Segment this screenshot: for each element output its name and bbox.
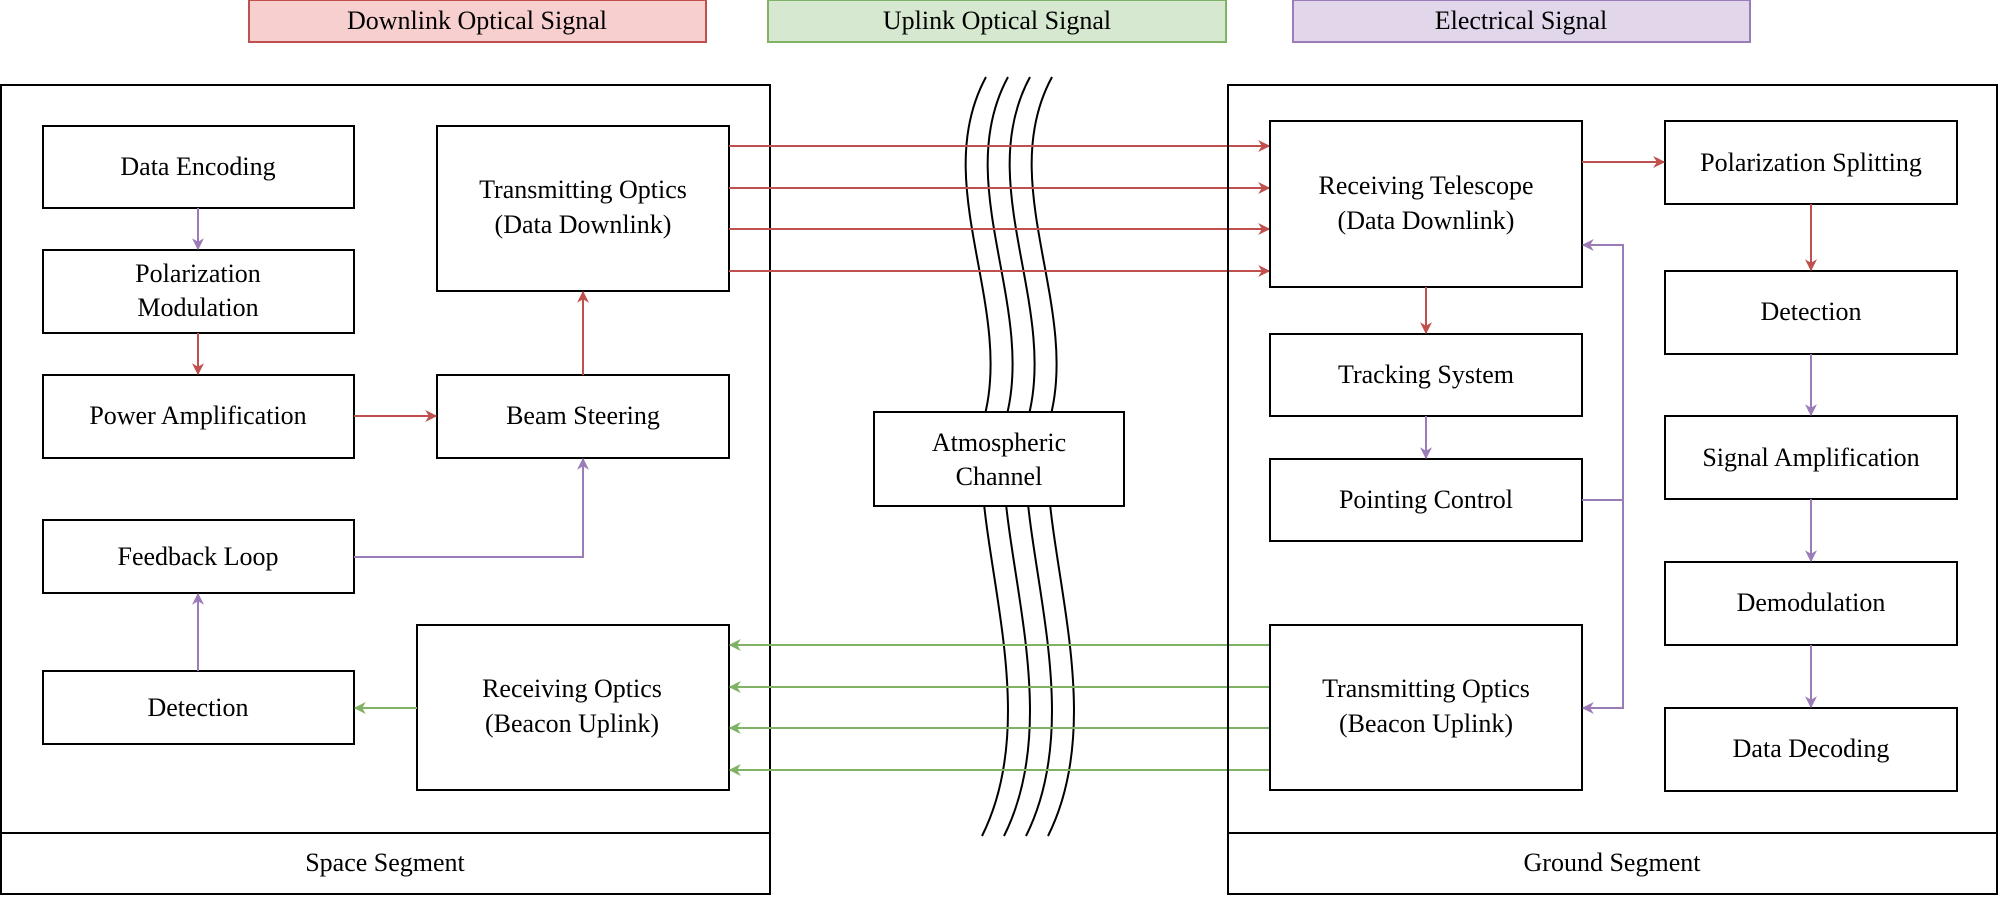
legend-downlink-label: Downlink Optical Signal	[347, 6, 607, 35]
receiving-optics-label-1: Receiving Optics	[482, 674, 662, 703]
pointing-control-block: Pointing Control	[1269, 458, 1583, 542]
ground-transmitting-optics-label-2: (Beacon Uplink)	[1339, 709, 1513, 738]
uplink-arrows	[728, 639, 1270, 776]
arrow-pointing-to-telescope	[1581, 239, 1624, 500]
space-transmitting-optics-label-1: Transmitting Optics	[479, 175, 687, 204]
signal-amplification-label: Signal Amplification	[1702, 443, 1919, 472]
space-detection-block: Detection	[42, 670, 355, 745]
beam-steering-block: Beam Steering	[436, 374, 730, 459]
legend-downlink: Downlink Optical Signal	[248, 0, 707, 43]
channel-wavy-lines	[964, 76, 1075, 837]
ground-detection-block: Detection	[1664, 270, 1958, 355]
downlink-arrows	[729, 140, 1271, 277]
feedback-loop-block: Feedback Loop	[42, 519, 355, 594]
transmitting-optics-beacon-uplink-block: Transmitting Optics (Beacon Uplink)	[1269, 624, 1583, 791]
pointing-control-label: Pointing Control	[1339, 485, 1513, 514]
data-decoding-label: Data Decoding	[1733, 734, 1890, 763]
ground-segment-label: Ground Segment	[1524, 848, 1702, 877]
legend-uplink: Uplink Optical Signal	[767, 0, 1227, 43]
receiving-optics-beacon-uplink-block: Receiving Optics (Beacon Uplink)	[416, 624, 730, 791]
space-detection-label: Detection	[147, 693, 248, 722]
data-encoding-label: Data Encoding	[120, 152, 275, 181]
signal-amplification-block: Signal Amplification	[1664, 415, 1958, 500]
channel-label-2: Channel	[956, 462, 1043, 491]
legend: Downlink Optical Signal Uplink Optical S…	[248, 0, 1751, 43]
legend-uplink-label: Uplink Optical Signal	[883, 6, 1111, 35]
data-decoding-block: Data Decoding	[1664, 707, 1958, 792]
power-amplification-block: Power Amplification	[42, 374, 355, 459]
polarization-splitting-label: Polarization Splitting	[1700, 148, 1922, 177]
receiving-optics-label-2: (Beacon Uplink)	[485, 709, 659, 738]
legend-electrical: Electrical Signal	[1292, 0, 1751, 43]
polarization-modulation-label-1: Polarization	[135, 259, 261, 288]
arrow-feedback-to-beam-steering	[354, 457, 589, 558]
channel-label-1: Atmospheric	[932, 428, 1066, 457]
power-amplification-label: Power Amplification	[89, 401, 306, 430]
demodulation-label: Demodulation	[1737, 588, 1886, 617]
data-encoding-block: Data Encoding	[42, 125, 355, 209]
feedback-loop-label: Feedback Loop	[117, 542, 278, 571]
polarization-splitting-block: Polarization Splitting	[1664, 120, 1958, 205]
tracking-system-block: Tracking System	[1269, 333, 1583, 417]
arrow-pointing-to-transmitting-optics	[1581, 500, 1624, 714]
space-segment-label: Space Segment	[305, 848, 465, 877]
ground-transmitting-optics-label-1: Transmitting Optics	[1322, 674, 1530, 703]
space-segment: Space Segment Data Encoding Polarization…	[0, 84, 771, 895]
space-transmitting-optics-label-2: (Data Downlink)	[495, 210, 672, 239]
tracking-system-label: Tracking System	[1338, 360, 1514, 389]
receiving-telescope-label-2: (Data Downlink)	[1338, 206, 1515, 235]
ground-detection-label: Detection	[1760, 297, 1861, 326]
atmospheric-channel: Atmospheric Channel	[873, 76, 1125, 837]
beam-steering-label: Beam Steering	[506, 401, 660, 430]
polarization-modulation-block: Polarization Modulation	[42, 249, 355, 334]
legend-electrical-label: Electrical Signal	[1435, 6, 1608, 35]
ground-segment: Ground Segment Receiving Telescope (Data…	[1227, 84, 1998, 895]
transmitting-optics-data-downlink-block: Transmitting Optics (Data Downlink)	[436, 125, 730, 292]
polarization-modulation-label-2: Modulation	[137, 293, 258, 322]
demodulation-block: Demodulation	[1664, 561, 1958, 646]
receiving-telescope-label-1: Receiving Telescope	[1318, 171, 1533, 200]
receiving-telescope-block: Receiving Telescope (Data Downlink)	[1269, 120, 1583, 288]
